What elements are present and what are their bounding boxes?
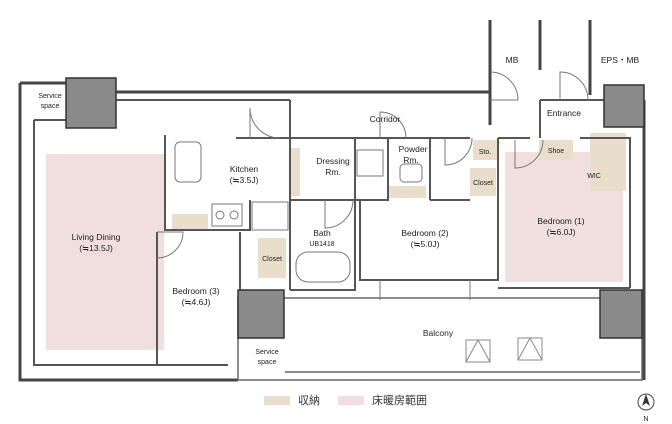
bedroom1-name: Bedroom (1): [537, 216, 584, 226]
wic-label: WIC: [587, 173, 601, 180]
door-bath: [324, 199, 354, 229]
powder-line1: Powder: [399, 144, 428, 154]
bedroom2-name: Bedroom (2): [401, 228, 448, 238]
living-size: (≒13.5J): [79, 243, 113, 253]
entrance-walls: [539, 99, 604, 138]
kitchen-sink: [174, 141, 202, 183]
stove-burner-1: [215, 210, 225, 220]
legend-floor-heating-label: 床暖房範囲: [372, 395, 427, 407]
door-bedroom2: [444, 137, 473, 166]
pillar-entrance: [603, 84, 645, 128]
corridor-label: Corridor: [370, 114, 401, 124]
powder-storage: [388, 186, 426, 198]
top-wall: [20, 81, 490, 94]
legend-storage: 収納: [264, 392, 320, 408]
service-bottom-line2: space: [258, 359, 277, 366]
kitchen-counter-storage: [172, 214, 208, 230]
sto-label: Sto.: [479, 149, 492, 156]
dressing-line1: Dressing: [316, 156, 350, 166]
powder-line2: Rm.: [403, 155, 419, 165]
kitchen-walls: [164, 135, 290, 231]
closet-b2-label: Closet: [473, 180, 493, 187]
service-top-line2: space: [41, 103, 60, 110]
pillar-balcony-left: [237, 289, 285, 339]
living-top-wall: [34, 99, 290, 121]
compass: N: [637, 393, 655, 423]
balcony-outline: [237, 297, 643, 381]
powder-sink: [399, 163, 423, 183]
bedroom1-size: (≒6.0J): [547, 227, 576, 237]
pillar-balcony-right: [599, 289, 643, 339]
service-top-line1: Service: [38, 93, 61, 100]
dressing-washer: [356, 149, 384, 177]
storage-swatch: [264, 395, 290, 405]
bedroom3-name: Bedroom (3): [172, 286, 219, 296]
pillar-top-left: [65, 77, 117, 129]
outer-wall: [18, 83, 238, 382]
floor-heating-swatch: [338, 395, 364, 405]
living-name: Living Dining: [72, 232, 121, 242]
bath-model: UB1418: [309, 241, 334, 248]
dressing-storage: [290, 148, 300, 196]
kitchen-name: Kitchen: [230, 164, 259, 174]
dressing-walls: [354, 138, 431, 201]
living-wall: [33, 120, 228, 366]
sto-storage: [473, 140, 497, 160]
door-bedroom1: [514, 139, 544, 169]
eps-mb-label: EPS・MB: [601, 55, 640, 65]
entrance-label: Entrance: [547, 108, 581, 118]
closet-b3-storage: [258, 238, 286, 278]
compass-needle: [642, 394, 650, 406]
kitchen-size: (≒3.5J): [230, 175, 259, 185]
legend-storage-label: 収納: [298, 395, 320, 407]
stove-burner-2: [229, 210, 239, 220]
door-balcony: [379, 280, 471, 300]
bath-walls: [290, 199, 356, 291]
closet-b2-storage: [470, 168, 496, 196]
mb-label: MB: [506, 55, 519, 65]
living-floor-heating: [46, 154, 164, 350]
bath-name: Bath: [313, 228, 331, 238]
bedroom2-walls: [359, 138, 499, 281]
fridge-space: [251, 201, 289, 231]
door-living: [249, 107, 281, 139]
door-mb: [489, 71, 519, 101]
door-entrance: [559, 71, 589, 101]
balcony-vent-2: [517, 336, 543, 361]
balcony-label: Balcony: [423, 328, 454, 338]
bedroom1-walls: [498, 137, 631, 289]
bedroom3-walls: [156, 232, 241, 365]
shoe-label: Shoe: [548, 148, 564, 155]
door-corridor: [379, 111, 407, 139]
dressing-line2: Rm.: [325, 167, 341, 177]
compass-label: N: [643, 416, 648, 423]
wic-storage: [590, 133, 626, 191]
door-bedroom3: [156, 231, 184, 259]
legend: 収納 床暖房範囲: [264, 392, 445, 408]
kitchen-stove: [211, 203, 243, 227]
shoe-storage: [539, 140, 573, 160]
balcony-vent-1: [465, 338, 491, 363]
closet-b3-label: Closet: [262, 256, 282, 263]
legend-floor-heating: 床暖房範囲: [338, 392, 427, 408]
service-bottom-line1: Service: [255, 349, 278, 356]
bathtub: [295, 251, 351, 283]
bedroom3-size: (≒4.6J): [182, 297, 211, 307]
bedroom2-size: (≒5.0J): [411, 239, 440, 249]
